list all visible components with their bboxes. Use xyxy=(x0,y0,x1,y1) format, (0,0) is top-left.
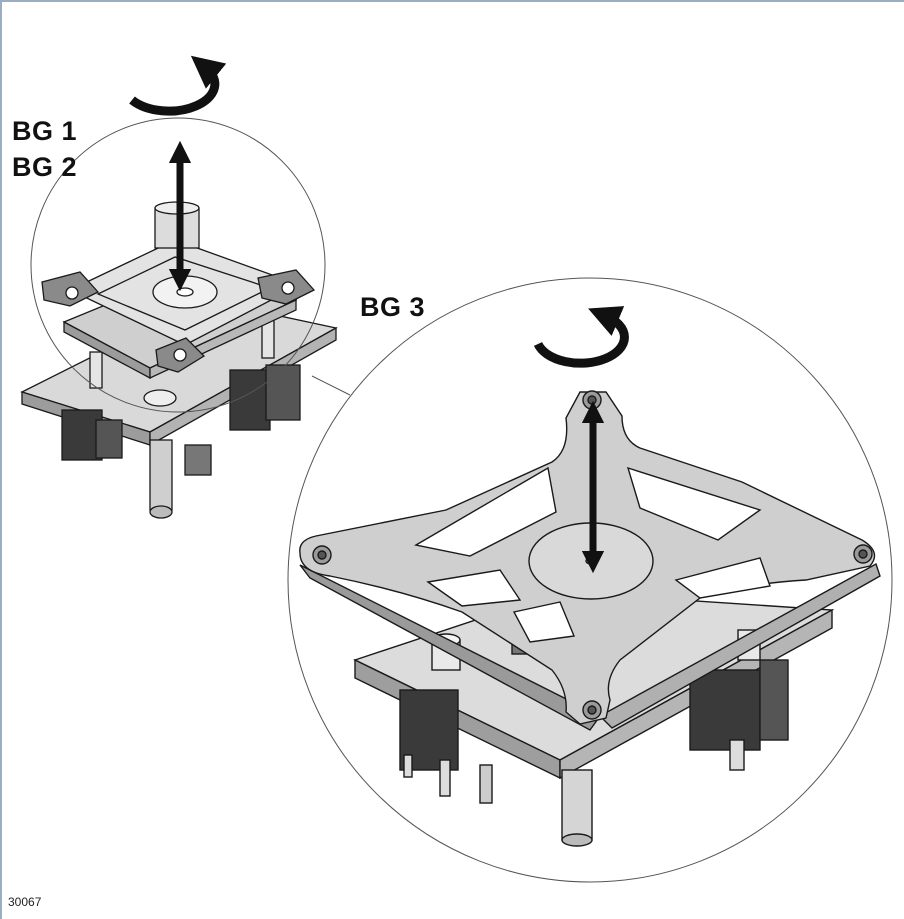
rotate-arrow-icon xyxy=(533,306,629,368)
label-bg3: BG 3 xyxy=(360,292,426,322)
label-bg2: BG 2 xyxy=(12,152,78,182)
zoom-circle-large xyxy=(287,277,893,883)
zoom-circle-small xyxy=(30,117,326,413)
figure-number: 30067 xyxy=(8,895,42,909)
rotate-arrow-icon xyxy=(129,55,227,116)
label-bg1: BG 1 xyxy=(12,116,78,146)
zoom-connector-line xyxy=(311,375,351,396)
